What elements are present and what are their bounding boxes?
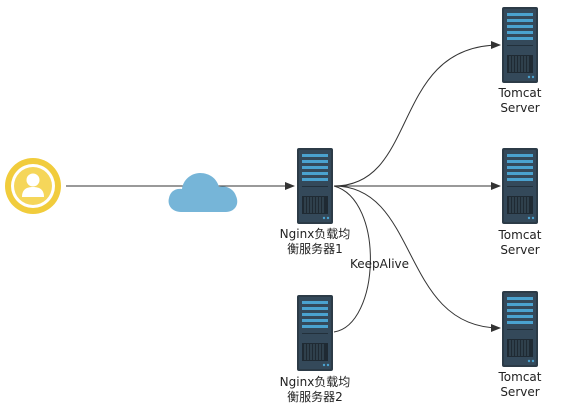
nginx1-label-line2: 衡服务器1 — [287, 242, 343, 256]
tomcat1-label-line1: Tomcat — [498, 86, 542, 100]
nginx1-label-line1: Nginx负载均 — [279, 227, 351, 241]
tomcat1-server-icon — [501, 6, 539, 84]
tomcat2-label-line1: Tomcat — [498, 228, 542, 242]
edge-nginx1-to-tomcat1 — [333, 41, 501, 187]
tomcat2-server-icon — [501, 147, 539, 225]
nginx1-server-icon — [296, 147, 334, 225]
nginx2-label-line1: Nginx负载均 — [279, 375, 351, 389]
tomcat2-label: Tomcat Server — [490, 228, 550, 258]
tomcat1-label-line2: Server — [500, 101, 540, 115]
tomcat3-label-line2: Server — [500, 385, 540, 399]
tomcat3-label-line1: Tomcat — [498, 370, 542, 384]
tomcat3-server-icon — [501, 290, 539, 368]
edge-keepalive — [333, 185, 371, 333]
nginx2-label-line2: 衡服务器2 — [287, 390, 343, 404]
nginx1-label: Nginx负载均 衡服务器1 — [270, 227, 360, 257]
tomcat1-label: Tomcat Server — [490, 86, 550, 116]
cloud-icon — [168, 173, 238, 212]
keepalive-label: KeepAlive — [350, 257, 409, 271]
nginx2-server-icon — [296, 294, 334, 372]
tomcat3-label: Tomcat Server — [490, 370, 550, 400]
user-icon — [22, 173, 44, 197]
tomcat2-label-line2: Server — [500, 243, 540, 257]
nginx2-label: Nginx负载均 衡服务器2 — [270, 375, 360, 405]
edge-nginx1-to-tomcat3 — [333, 185, 501, 332]
user-node — [5, 158, 61, 214]
